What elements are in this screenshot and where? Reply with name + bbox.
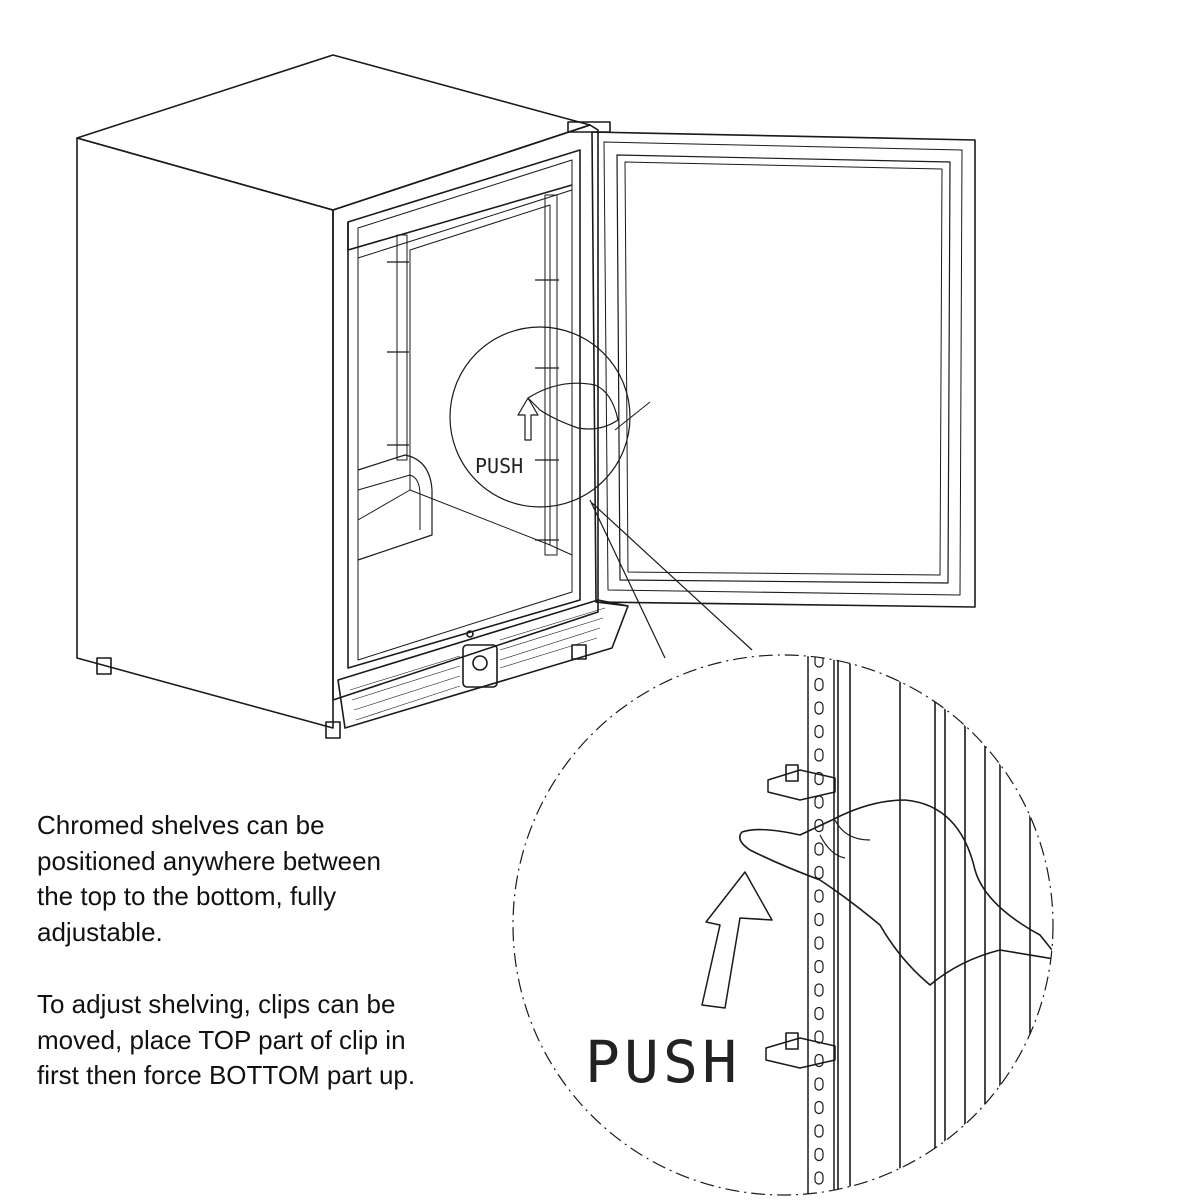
rail-slot (814, 771, 824, 786)
push-label-large: PUSH (585, 1028, 737, 1096)
rail-slot (814, 748, 824, 762)
rail-slot (814, 1006, 824, 1021)
text-line: first then force BOTTOM part up. (37, 1060, 416, 1090)
text-line: Chromed shelves can be (37, 810, 325, 840)
rail-slot (814, 677, 824, 692)
rail-slot (814, 701, 824, 715)
rail-slot (814, 1194, 824, 1195)
rail-slot (814, 1100, 824, 1115)
rail-slot (814, 795, 824, 809)
rail-slot (814, 655, 824, 668)
cabinet (76, 54, 629, 739)
text-line: To adjust shelving, clips can be (37, 989, 396, 1019)
rail-slot (814, 983, 824, 997)
rail-slot (814, 865, 824, 880)
large-detail (512, 654, 1054, 1196)
rail-slot (814, 1077, 824, 1091)
rail-slot (814, 936, 824, 950)
rail-slot (814, 1171, 824, 1185)
rail-slot (814, 842, 824, 856)
text-line: moved, place TOP part of clip in (37, 1024, 406, 1055)
text-line: positioned anywhere between (37, 845, 382, 876)
door (591, 131, 976, 608)
push-label-small: PUSH (475, 454, 523, 478)
description-paragraph-1: Chromed shelves can be positioned anywhe… (37, 808, 381, 950)
text-line: adjustable. (37, 916, 163, 947)
rail-slot (814, 724, 824, 739)
rail-slot (814, 959, 824, 974)
text-line: the top to the bottom, fully (37, 881, 337, 911)
rail-slot (814, 818, 824, 833)
rail-slot (814, 889, 824, 903)
rail-slot (814, 1124, 824, 1138)
rail-slot (814, 1147, 824, 1162)
description-paragraph-2: To adjust shelving, clips can be moved, … (37, 987, 415, 1094)
small-detail (449, 326, 753, 659)
rail-slot (814, 1053, 824, 1068)
rail-slot (814, 912, 824, 927)
